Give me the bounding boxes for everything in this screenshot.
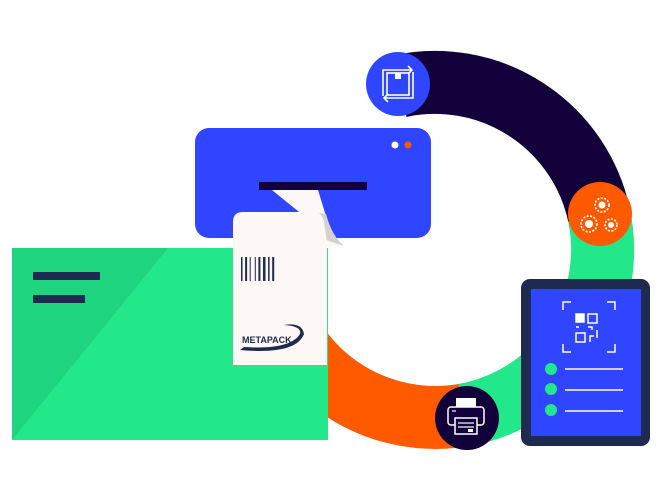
barcode-bar (258, 257, 261, 281)
tablet (521, 279, 650, 446)
barcode (241, 257, 275, 281)
checklist (545, 363, 623, 416)
barcode-bar (245, 257, 248, 281)
barcode-bar (263, 257, 266, 281)
status-light-orange (404, 141, 412, 149)
ring-segment-dark (393, 50, 630, 223)
package-return-icon (366, 52, 430, 116)
shipping-label: METAPACK (233, 212, 327, 365)
barcode-bar (249, 257, 251, 281)
qr-code-icon (562, 301, 616, 353)
address-line (33, 295, 85, 303)
status-light-white (391, 141, 399, 149)
barcode-bar (268, 257, 270, 281)
gears-icon (568, 182, 632, 246)
barcode-bar (272, 257, 275, 281)
address-line (33, 272, 100, 280)
metapack-logo-text: METAPACK (242, 335, 292, 345)
printer-icon (435, 386, 499, 450)
barcode-bar (254, 257, 256, 281)
barcode-bar (241, 257, 243, 281)
